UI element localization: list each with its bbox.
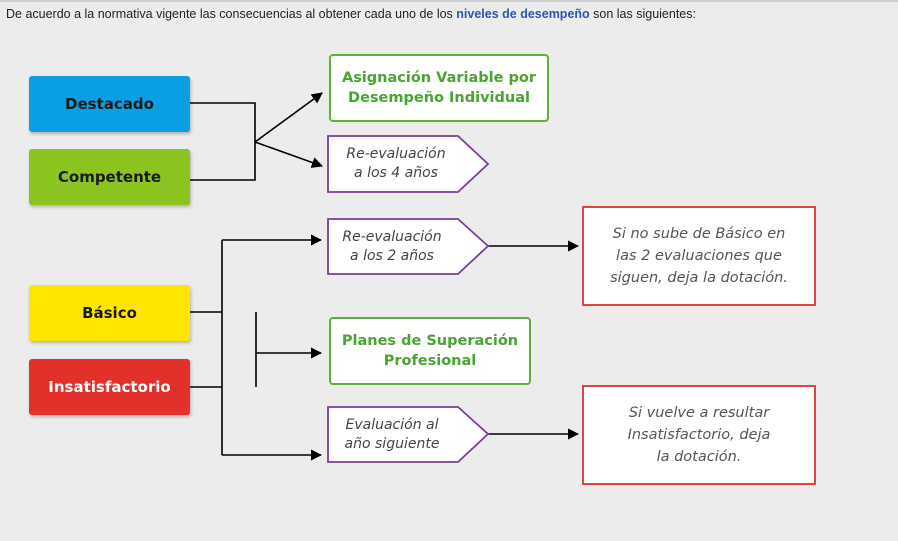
arrow-to-asignacion bbox=[254, 92, 323, 143]
reeval-2-line2: a los 2 años bbox=[350, 248, 434, 264]
outcome-insat-line3: la dotación. bbox=[656, 449, 742, 465]
intro-highlight: niveles de desempeño bbox=[456, 7, 590, 21]
connector-competente bbox=[190, 142, 256, 181]
level-insatisfactorio: Insatisfactorio bbox=[29, 359, 190, 415]
consequence-reeval-2: Re-evaluación a los 2 años bbox=[330, 221, 454, 273]
reeval-4-shape bbox=[327, 135, 490, 193]
planes-line2: Profesional bbox=[383, 353, 477, 369]
outcome-basico-line2: las 2 evaluaciones que bbox=[616, 248, 782, 264]
outcome-basico: Si no sube de Básico en las 2 evaluacion… bbox=[582, 206, 816, 306]
outcome-insatisfactorio: Si vuelve a resultar Insatisfactorio, de… bbox=[582, 385, 816, 485]
asignacion-line2: Desempeño Individual bbox=[348, 90, 530, 106]
level-basico: Básico bbox=[29, 285, 190, 341]
arrow-to-reeval-4 bbox=[254, 141, 324, 168]
level-insatisfactorio-label: Insatisfactorio bbox=[48, 378, 171, 396]
consequence-reeval-4: Re-evaluación a los 4 años bbox=[330, 138, 462, 190]
eval-siguiente-line1: Evaluación al bbox=[345, 417, 439, 433]
outcome-insat-line1: Si vuelve a resultar bbox=[628, 405, 770, 421]
intro-text-before: De acuerdo a la normativa vigente las co… bbox=[6, 7, 457, 21]
reeval-4-line2: a los 4 años bbox=[354, 165, 438, 181]
consequence-planes: Planes de Superación Profesional bbox=[329, 317, 531, 385]
outcome-basico-line3: siguen, deja la dotación. bbox=[610, 270, 788, 286]
level-competente-label: Competente bbox=[57, 168, 162, 186]
level-destacado: Destacado bbox=[29, 76, 190, 132]
reeval-4-line1: Re-evaluación bbox=[346, 146, 446, 162]
level-destacado-label: Destacado bbox=[65, 95, 154, 113]
consequence-eval-siguiente: Evaluación al año siguiente bbox=[330, 409, 454, 461]
eval-siguiente-shape bbox=[327, 406, 490, 463]
connector-destacado bbox=[190, 102, 256, 142]
level-competente: Competente bbox=[29, 149, 190, 205]
asignacion-line1: Asignación Variable por bbox=[341, 70, 537, 86]
outcome-basico-line1: Si no sube de Básico en bbox=[612, 226, 786, 242]
top-divider bbox=[0, 0, 898, 2]
planes-line1: Planes de Superación bbox=[341, 333, 519, 349]
intro-text: De acuerdo a la normativa vigente las co… bbox=[6, 7, 696, 21]
reeval-2-line1: Re-evaluación bbox=[342, 229, 442, 245]
outcome-insat-line2: Insatisfactorio, deja bbox=[627, 427, 771, 443]
reeval-2-shape bbox=[327, 218, 490, 275]
consequence-asignacion: Asignación Variable por Desempeño Indivi… bbox=[329, 54, 549, 122]
level-basico-label: Básico bbox=[82, 304, 137, 322]
intro-text-after: son las siguientes: bbox=[589, 7, 696, 21]
eval-siguiente-line2: año siguiente bbox=[344, 436, 440, 452]
